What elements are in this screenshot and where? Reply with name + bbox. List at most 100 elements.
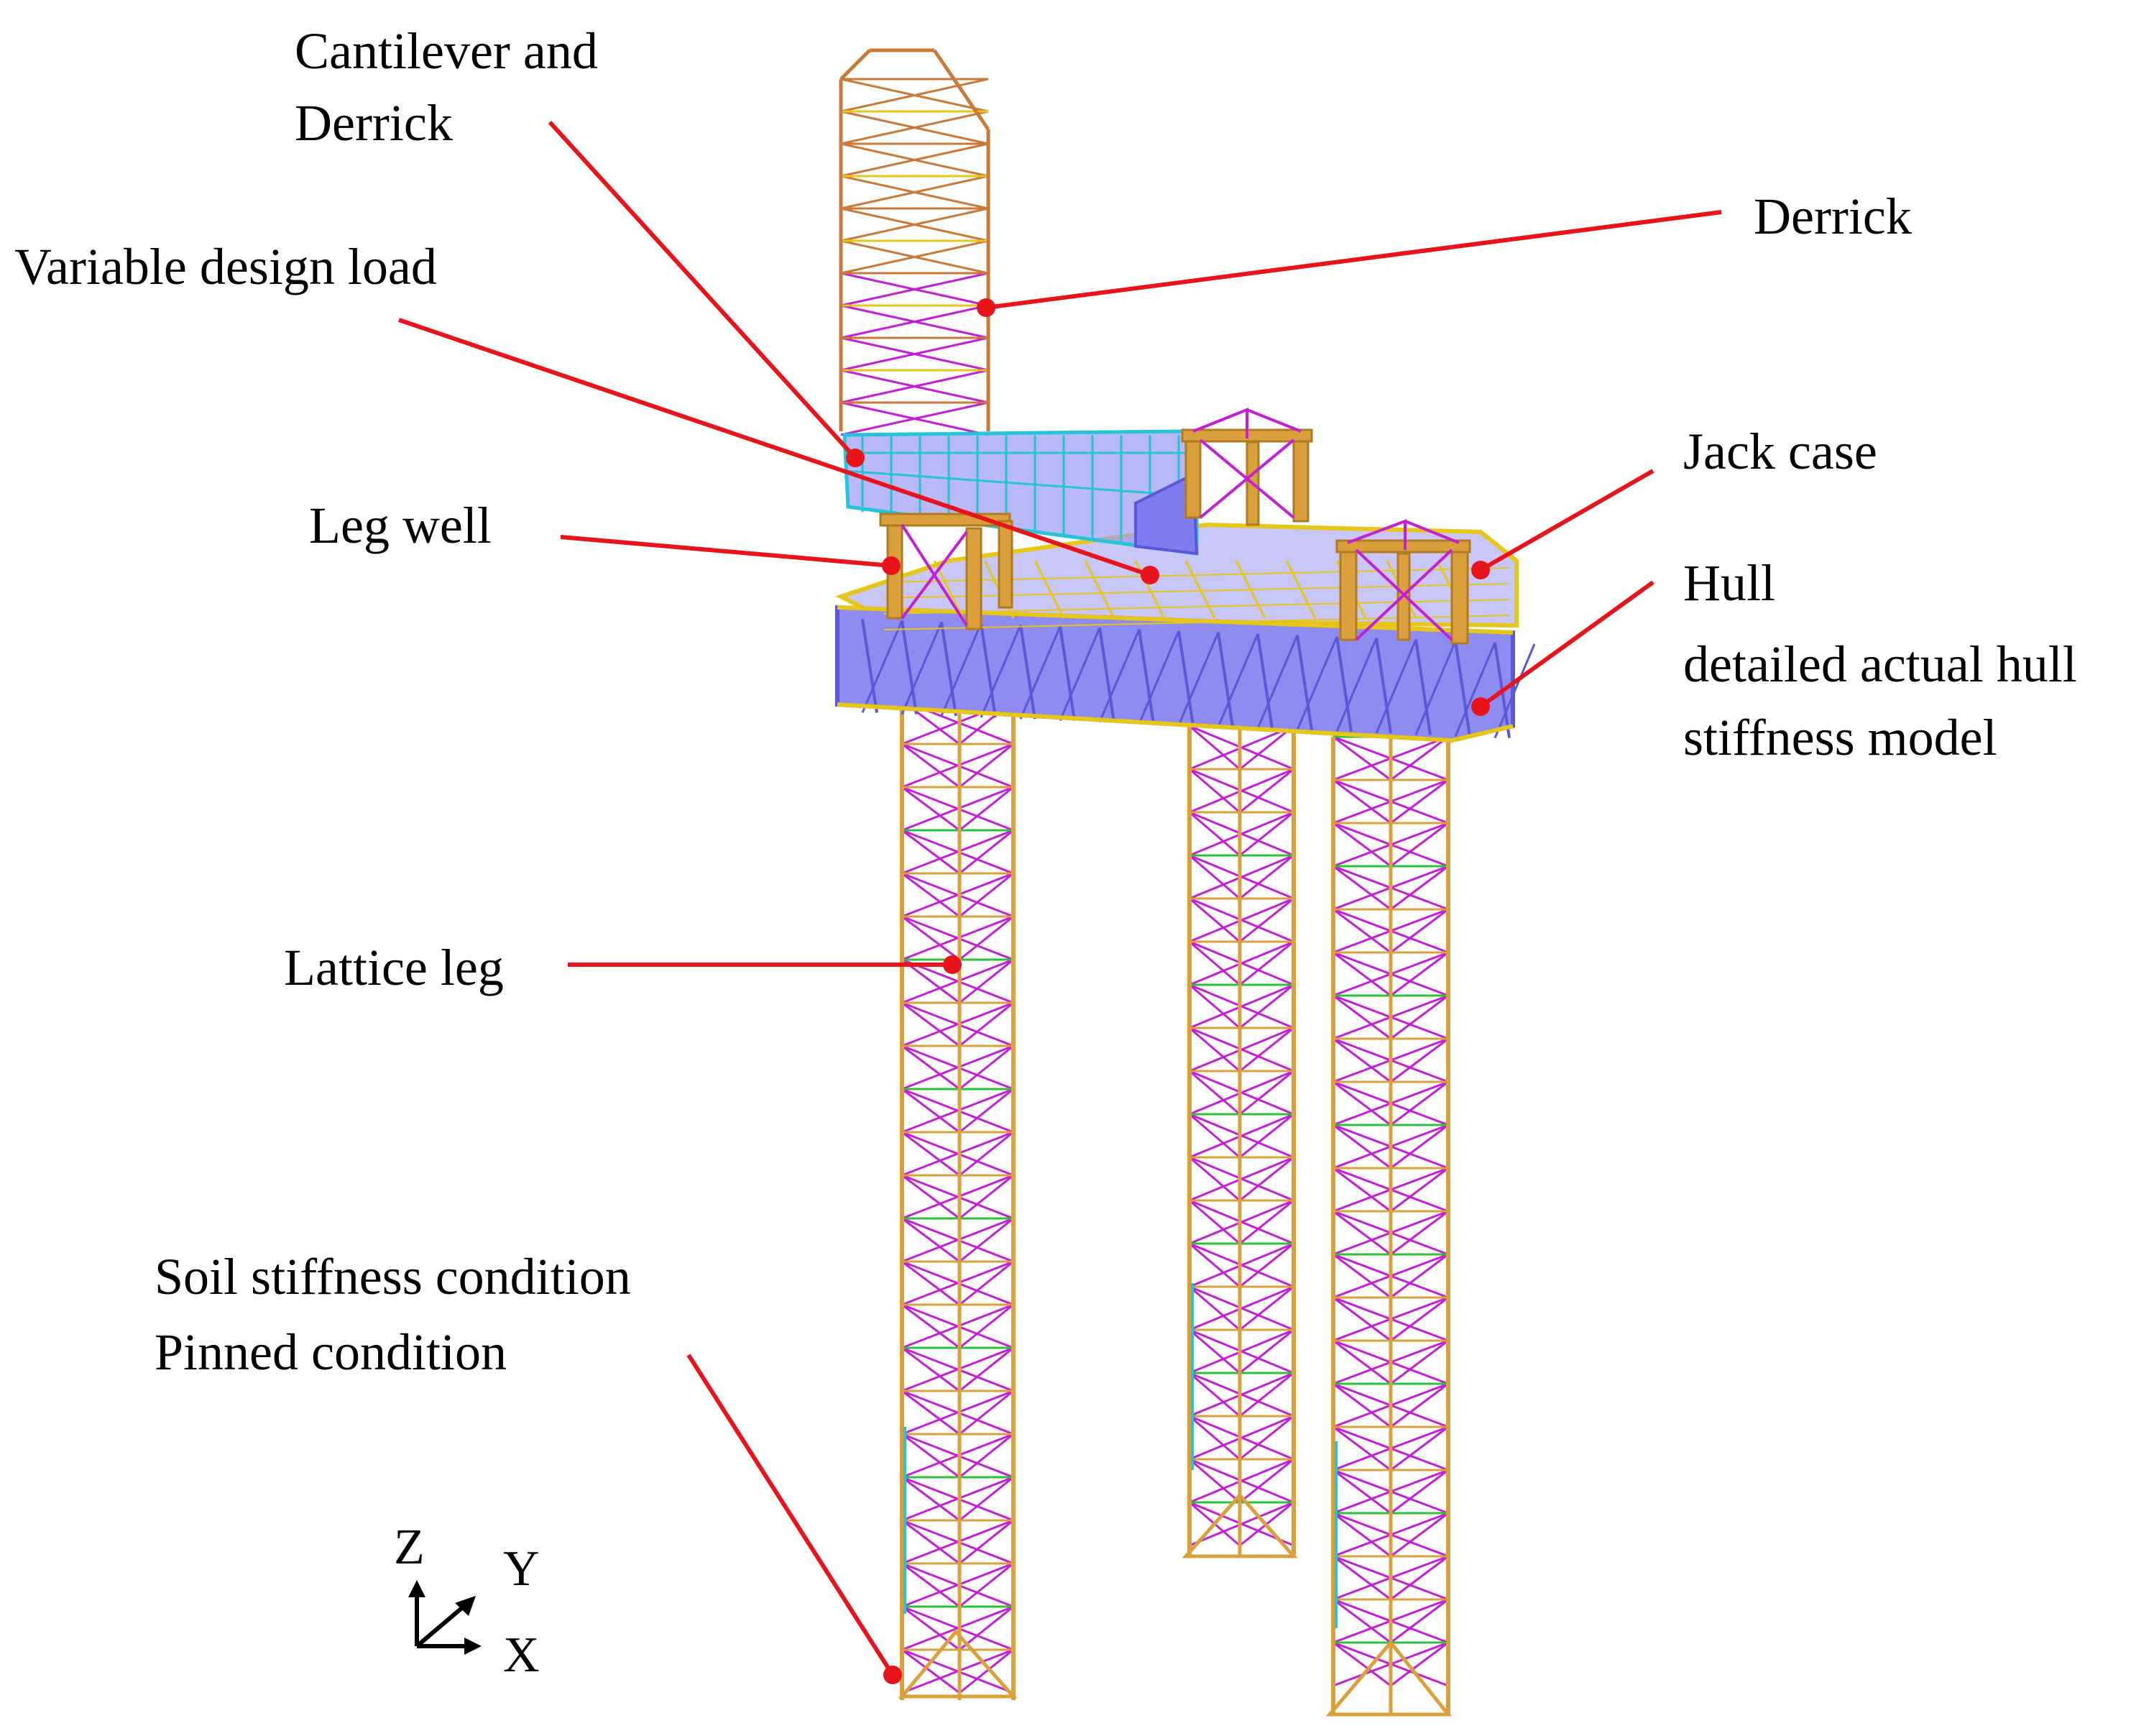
leg-brace xyxy=(1333,1167,1391,1213)
axis-y-label: Y xyxy=(503,1541,540,1597)
hull-frame-member xyxy=(1138,630,1180,725)
leg-brace xyxy=(1390,1469,1449,1515)
derrick-brace xyxy=(840,239,989,275)
leg-brace xyxy=(1390,1598,1449,1644)
leg-brace xyxy=(1239,854,1294,900)
leg-brace xyxy=(1333,908,1391,954)
leg-brace xyxy=(1189,983,1241,1029)
leg-brace xyxy=(901,1131,960,1177)
leg-brace xyxy=(1189,1328,1241,1374)
leg-brace xyxy=(1189,1199,1241,1245)
derrick-brace xyxy=(840,336,989,372)
leg-brace xyxy=(1333,779,1391,825)
leg-feet xyxy=(898,1492,1453,1717)
leg-brace xyxy=(1239,1458,1294,1504)
cantilever-member xyxy=(844,469,1194,497)
leg-brace xyxy=(959,786,1014,832)
leg-brace xyxy=(1333,1512,1391,1558)
leg-brace xyxy=(959,958,1014,1004)
leg-brace xyxy=(1390,1210,1449,1256)
hull-frame-member xyxy=(1414,639,1432,735)
labels: Cantilever and Derrick Derrick Variable … xyxy=(14,22,2077,1381)
leg-brace xyxy=(1189,811,1241,857)
leg-brace xyxy=(1239,1415,1294,1461)
leg-brace xyxy=(1333,994,1391,1040)
leg-brace xyxy=(1239,983,1294,1029)
leg-brace xyxy=(1189,1242,1241,1288)
leg-brace xyxy=(901,915,960,961)
hull-frame-member xyxy=(1493,643,1536,739)
leg-brace xyxy=(959,1562,1014,1608)
leg-brace xyxy=(1333,822,1391,868)
axis-y-arrow xyxy=(455,1596,476,1616)
leg-brace xyxy=(1189,1285,1241,1331)
derrick-brace xyxy=(840,110,989,145)
hull-frame-member xyxy=(1217,632,1234,727)
deck-frame-member xyxy=(1034,560,1065,619)
leg-brace xyxy=(1239,811,1294,857)
leg-brace xyxy=(1390,1339,1449,1385)
leg-brace xyxy=(959,743,1014,789)
leader-jack-case xyxy=(1479,469,1654,572)
derrick-leg xyxy=(839,49,871,81)
hull-frame-member xyxy=(1335,638,1378,732)
jack-case-braces xyxy=(901,408,1460,641)
leg-foot-left xyxy=(898,1629,1018,1699)
leg-brace xyxy=(1333,1598,1391,1644)
leg-brace xyxy=(1333,1555,1391,1601)
axis-y-line xyxy=(415,1604,465,1648)
leg-brace xyxy=(1239,725,1294,771)
hull-frame-member xyxy=(980,623,997,718)
dot-leg-well xyxy=(882,556,901,575)
leg-brace xyxy=(901,1648,960,1694)
dot-soil xyxy=(883,1666,902,1684)
leg-brace xyxy=(1239,768,1294,814)
leader-lines xyxy=(398,120,1722,1676)
leg-brace xyxy=(1189,725,1241,771)
leg-brace xyxy=(901,743,960,789)
leg-brace xyxy=(1189,1415,1241,1461)
hull-frame-member xyxy=(1098,628,1141,723)
label-derrick: Derrick xyxy=(1754,188,1912,245)
leg-brace xyxy=(1333,1253,1391,1299)
hull-frame-member xyxy=(1296,635,1313,730)
hull-frame-member xyxy=(1177,630,1195,726)
hull-frame-member xyxy=(1059,627,1101,721)
lattice-leg-left xyxy=(900,699,1016,1700)
leg-brace xyxy=(1390,1425,1449,1471)
leg-brace xyxy=(1239,1156,1294,1202)
leg-brace xyxy=(1390,1296,1449,1342)
leader-soil xyxy=(686,1354,895,1676)
leg-brace xyxy=(901,1217,960,1263)
lattice-leg-right xyxy=(1331,735,1450,1714)
label-jack-case: Jack case xyxy=(1683,423,1877,480)
leg-brace xyxy=(1333,1382,1391,1428)
label-cantilever-derrick-line2: Derrick xyxy=(295,94,453,152)
derrick-brace xyxy=(840,369,989,404)
cantilever xyxy=(842,429,1199,556)
derrick-brace xyxy=(840,304,989,339)
leader-leg-well xyxy=(560,535,892,568)
leg-brace xyxy=(1333,951,1391,997)
dot-hull xyxy=(1471,697,1490,716)
leg-brace xyxy=(1390,951,1449,997)
leg-brace xyxy=(1390,1641,1449,1687)
leg-brace xyxy=(1189,1113,1241,1159)
leg-brace xyxy=(901,1346,960,1392)
lattice-leg-middle xyxy=(1187,725,1296,1556)
leg-brace xyxy=(959,1174,1014,1220)
leg-brace xyxy=(1239,1199,1294,1245)
leg-brace xyxy=(959,1044,1014,1090)
label-lattice-leg: Lattice leg xyxy=(284,939,504,996)
leg-brace xyxy=(959,872,1014,918)
axis-x-label: X xyxy=(503,1627,540,1683)
dot-lattice-leg xyxy=(943,955,962,974)
hull-frame-member xyxy=(940,623,982,717)
leg-brace xyxy=(1333,1037,1391,1083)
derrick-brace xyxy=(840,272,989,307)
hull-frame-member xyxy=(1296,636,1338,731)
leg-brace xyxy=(1239,940,1294,986)
leg-brace xyxy=(959,1260,1014,1306)
label-hull-line3: stiffness model xyxy=(1683,709,1997,766)
jackup-structure xyxy=(835,48,1536,1717)
